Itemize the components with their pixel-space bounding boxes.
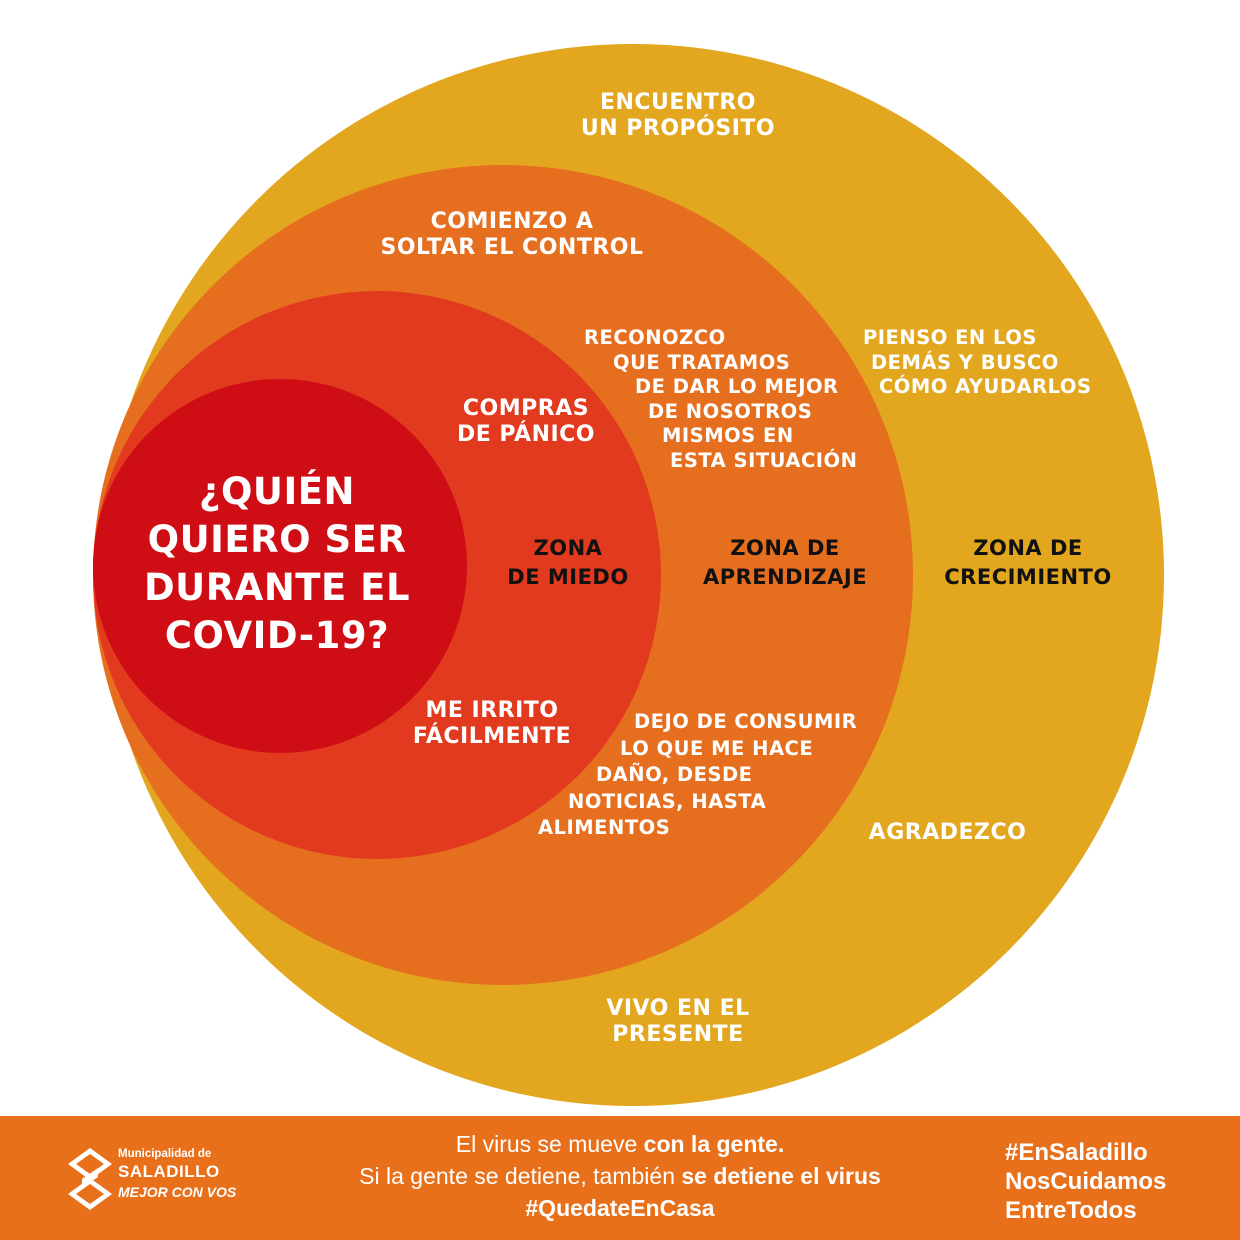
text-line: DEJO DE CONSUMIR bbox=[634, 710, 858, 733]
growth-zone-label: ZONA DE CRECIMIENTO bbox=[923, 534, 1133, 592]
panic-buying-text: COMPRAS DE PÁNICO bbox=[436, 396, 616, 448]
text-line: DEMÁS Y BUSCO bbox=[871, 350, 1059, 374]
text-line: FÁCILMENTE bbox=[412, 724, 572, 749]
text-line: SOLTAR EL CONTROL bbox=[380, 235, 644, 260]
saladillo-logo-icon bbox=[68, 1148, 112, 1210]
logo-tagline: MEJOR CON VOS bbox=[118, 1184, 237, 1200]
logo-city-name: SALADILLO bbox=[118, 1162, 220, 1181]
text-line: DE NOSOTROS bbox=[648, 399, 813, 423]
text-line: LO QUE ME HACE bbox=[620, 736, 814, 760]
hashtag-line: EntreTodos bbox=[1005, 1197, 1137, 1224]
footer-message-line: #QuedateEnCasa bbox=[300, 1192, 940, 1224]
text-line: CÓMO AYUDARLOS bbox=[879, 375, 1092, 398]
fear-zone-label-line: DE MIEDO bbox=[507, 565, 629, 589]
center-question: ¿QUIÉN QUIERO SER DURANTE EL COVID-19? bbox=[92, 468, 462, 660]
text-line: PIENSO EN LOS bbox=[863, 326, 1037, 349]
hashtag-line: NosCuidamos bbox=[1005, 1168, 1167, 1195]
text-line: DAÑO, DESDE bbox=[596, 763, 753, 786]
center-question-line: COVID-19? bbox=[164, 614, 390, 657]
text-line: UN PROPÓSITO bbox=[580, 116, 776, 141]
present-text: VIVO EN EL PRESENTE bbox=[568, 996, 788, 1048]
text-line: COMIENZO A bbox=[430, 209, 594, 234]
fear-zone-label: ZONA DE MIEDO bbox=[483, 534, 653, 592]
logo-municipality-text: Municipalidad de bbox=[118, 1148, 212, 1160]
text-line: AGRADEZCO bbox=[868, 820, 1027, 845]
message-text: El virus se mueve bbox=[455, 1131, 644, 1157]
center-circle bbox=[93, 379, 467, 753]
message-text: Si la gente se detiene, también bbox=[359, 1163, 682, 1189]
text-line: ENCUENTRO bbox=[599, 90, 757, 115]
stop-consuming-text: DEJO DE CONSUMIR LO QUE ME HACE DAÑO, DE… bbox=[538, 710, 857, 841]
irritable-text: ME IRRITO FÁCILMENTE bbox=[392, 698, 592, 750]
recognize-text: RECONOZCO QUE TRATAMOS DE DAR LO MEJOR D… bbox=[584, 326, 857, 473]
text-line: MISMOS EN bbox=[662, 424, 794, 447]
text-line: VIVO EN EL bbox=[606, 996, 750, 1021]
text-line: DE DAR LO MEJOR bbox=[635, 375, 839, 398]
text-line: DE PÁNICO bbox=[456, 422, 596, 447]
growth-zone-label-line: CRECIMIENTO bbox=[944, 565, 1112, 589]
municipality-logo: Municipalidad de SALADILLO MEJOR CON VOS bbox=[66, 1142, 246, 1218]
learning-zone-label-line: APRENDIZAJE bbox=[702, 565, 868, 589]
message-bold-text: se detiene el virus bbox=[681, 1163, 881, 1189]
text-line: RECONOZCO bbox=[584, 326, 726, 349]
footer-bar bbox=[0, 1116, 1240, 1240]
others-text: PIENSO EN LOS DEMÁS Y BUSCO CÓMO AYUDARL… bbox=[863, 326, 1091, 400]
footer-hashtags: #EnSaladillo NosCuidamos EntreTodos bbox=[1005, 1138, 1166, 1225]
hashtag-line: #EnSaladillo bbox=[1005, 1139, 1148, 1166]
grateful-text: AGRADEZCO bbox=[850, 820, 1045, 846]
learning-zone-label: ZONA DE APRENDIZAJE bbox=[680, 534, 890, 592]
text-line: ME IRRITO bbox=[425, 698, 559, 723]
footer-message: El virus se mueve con la gente. Si la ge… bbox=[300, 1128, 940, 1224]
learning-zone-label-line: ZONA DE bbox=[730, 536, 840, 560]
text-line: PRESENTE bbox=[612, 1022, 744, 1047]
text-line: ALIMENTOS bbox=[538, 816, 671, 839]
footer-message-line: El virus se mueve con la gente. bbox=[300, 1128, 940, 1160]
center-question-line: DURANTE EL bbox=[143, 566, 411, 609]
message-hashtag: #QuedateEnCasa bbox=[525, 1195, 715, 1221]
message-bold-text: con la gente. bbox=[643, 1131, 785, 1157]
footer-message-line: Si la gente se detiene, también se detie… bbox=[300, 1160, 940, 1192]
growth-zone-label-line: ZONA DE bbox=[973, 536, 1083, 560]
center-question-line: QUIERO SER bbox=[147, 518, 407, 561]
fear-zone-label-line: ZONA bbox=[533, 536, 603, 560]
purpose-text: ENCUENTRO UN PROPÓSITO bbox=[548, 90, 808, 142]
text-line: QUE TRATAMOS bbox=[613, 350, 791, 374]
center-question-line: ¿QUIÉN bbox=[199, 470, 355, 513]
text-line: ESTA SITUACIÓN bbox=[670, 448, 858, 472]
let-go-text: COMIENZO A SOLTAR EL CONTROL bbox=[352, 209, 672, 261]
text-line: NOTICIAS, HASTA bbox=[568, 789, 767, 813]
text-line: COMPRAS bbox=[462, 396, 590, 421]
